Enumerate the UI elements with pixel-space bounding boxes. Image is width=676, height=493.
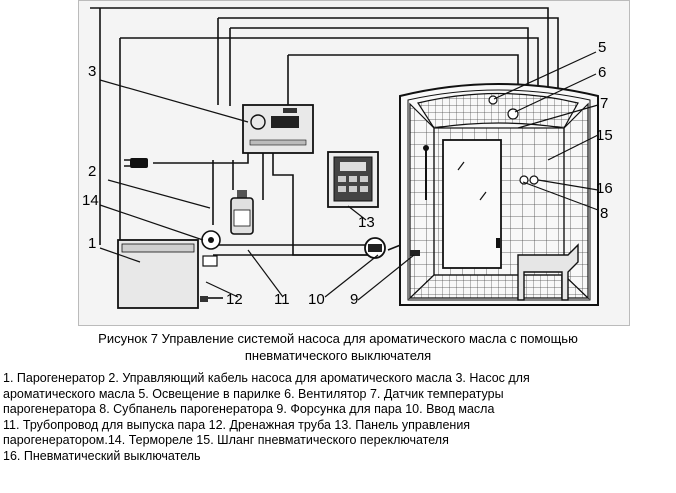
callout-16: 16 [596,180,613,197]
legend-line: парогенератором.14. Термореле 15. Шланг … [3,433,449,448]
power-plug [124,158,148,168]
callout-5: 5 [598,39,606,56]
callout-11: 11 [274,291,290,308]
leader-lines [99,51,599,301]
oil-inlet [364,237,386,259]
legend-line: 11. Трубопровод для выпуска пара 12. Дре… [3,417,471,432]
caption-line: Рисунок 7 Управление системой насоса для… [98,331,578,346]
callout-8: 8 [600,205,608,222]
oil-bottle [230,190,254,235]
callout-9: 9 [350,291,358,308]
figure-caption: Рисунок 7 Управление системой насоса для… [0,330,676,364]
callout-7: 7 [600,95,608,112]
callout-10: 10 [308,291,325,308]
callout-15: 15 [596,127,613,144]
steam-generator [117,239,208,309]
callout-12: 12 [226,291,243,308]
steam-room [399,83,599,306]
legend-line: 1. Парогенератор 2. Управляющий кабель н… [3,371,530,385]
legend-line: 16. Пневматический выключатель [3,448,201,463]
figure-legend: 1. Парогенератор 2. Управляющий кабель н… [3,371,673,465]
legend-line: парогенератора 8. Субпанель парогенерато… [3,402,495,417]
control-panel [327,151,379,208]
legend-line: ароматического масла 5. Освещение в пари… [3,386,504,401]
callout-14: 14 [82,192,99,209]
aroma-pump-diagram: 3 2 14 1 12 11 10 9 13 5 6 7 15 16 8 [78,0,630,326]
callout-13: 13 [358,214,375,231]
callout-6: 6 [598,64,606,81]
caption-line: пневматического выключателя [244,348,432,363]
callout-2: 2 [88,163,96,180]
aroma-oil-pump [242,104,314,154]
callout-3: 3 [88,63,96,80]
callout-1: 1 [88,235,96,252]
